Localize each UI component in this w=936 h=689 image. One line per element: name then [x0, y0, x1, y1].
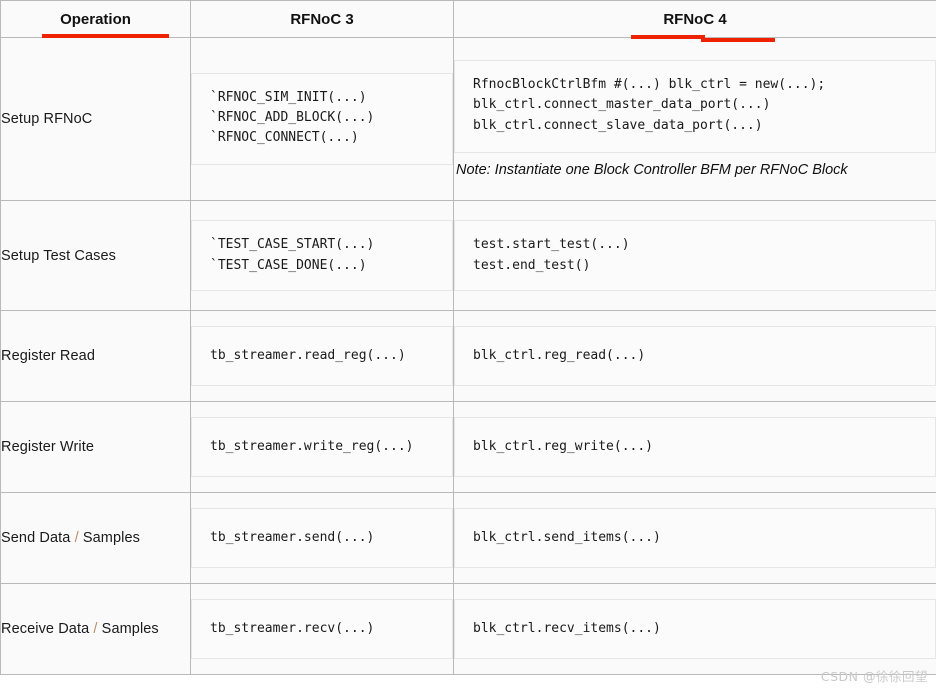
code-block: tb_streamer.write_reg(...): [191, 416, 453, 478]
red-underline-annotation-rfnoc4-segment-1: [631, 34, 706, 39]
column-header-operation-label: Operation: [60, 10, 131, 28]
code-block: blk_ctrl.reg_read(...): [454, 325, 936, 387]
code-block: blk_ctrl.recv_items(...): [454, 598, 936, 660]
column-header-rfnoc3: RFNoC 3: [190, 0, 454, 38]
header-rfnoc4-inner: RFNoC 4: [631, 10, 776, 42]
code-block: tb_streamer.send(...): [191, 507, 453, 569]
table-header: Operation RFNoC 3 RFNoC 4: [0, 0, 936, 42]
rfnoc3-cell-send-data: tb_streamer.send(...): [190, 492, 454, 584]
column-header-operation: Operation: [0, 0, 191, 38]
operation-label-part-a: Receive Data: [1, 621, 90, 637]
code-block: tb_streamer.recv(...): [191, 598, 453, 660]
table-row: Send Data / Samples tb_streamer.send(...…: [0, 492, 936, 584]
code-block: tb_streamer.read_reg(...): [191, 325, 453, 387]
operation-label-receive-data: Receive Data / Samples: [0, 583, 191, 675]
rfnoc-comparison-table: Operation RFNoC 3 RFNoC 4 Setup RFNoC: [0, 0, 936, 675]
column-header-rfnoc4-label: RFNoC 4: [663, 10, 727, 28]
column-header-rfnoc4: RFNoC 4: [453, 0, 936, 42]
table-row: Setup RFNoC `RFNOC_SIM_INIT(...) `RFNOC_…: [0, 37, 936, 201]
operation-label-part-a: Send Data: [1, 530, 71, 546]
red-underline-annotation-operation: [42, 33, 169, 38]
table-row: Setup Test Cases `TEST_CASE_START(...) `…: [0, 200, 936, 311]
rfnoc4-cell-register-read: blk_ctrl.reg_read(...): [453, 310, 936, 402]
operation-label-separator: /: [93, 621, 98, 637]
rfnoc3-cell-register-read: tb_streamer.read_reg(...): [190, 310, 454, 402]
operation-label-separator: /: [74, 530, 79, 546]
operation-label-part-b: Samples: [101, 621, 159, 637]
header-row: Operation RFNoC 3 RFNoC 4: [0, 0, 936, 42]
code-block: `RFNOC_SIM_INIT(...) `RFNOC_ADD_BLOCK(..…: [191, 72, 453, 166]
table-row: Register Write tb_streamer.write_reg(...…: [0, 401, 936, 493]
code-block: blk_ctrl.send_items(...): [454, 507, 936, 569]
code-block: test.start_test(...) test.end_test(): [454, 220, 936, 291]
rfnoc4-cell-setup-rfnoc: RfnocBlockCtrlBfm #(...) blk_ctrl = new(…: [453, 37, 936, 201]
red-underline-annotation-rfnoc4-segment-2: [701, 37, 776, 42]
note-text: Note: Instantiate one Block Controller B…: [456, 161, 848, 178]
operation-label-part-b: Samples: [82, 530, 140, 546]
code-block: RfnocBlockCtrlBfm #(...) blk_ctrl = new(…: [454, 60, 936, 153]
rfnoc3-cell-setup-rfnoc: `RFNOC_SIM_INIT(...) `RFNOC_ADD_BLOCK(..…: [190, 37, 454, 201]
rfnoc4-cell-register-write: blk_ctrl.reg_write(...): [453, 401, 936, 493]
rfnoc4-cell-send-data: blk_ctrl.send_items(...): [453, 492, 936, 584]
operation-label-setup-rfnoc: Setup RFNoC: [0, 37, 191, 201]
header-rfnoc3-inner: RFNoC 3: [290, 12, 353, 27]
operation-label-register-write: Register Write: [0, 401, 191, 493]
rfnoc4-cell-receive-data: blk_ctrl.recv_items(...): [453, 583, 936, 675]
table-row: Receive Data / Samples tb_streamer.recv(…: [0, 583, 936, 675]
rfnoc3-cell-receive-data: tb_streamer.recv(...): [190, 583, 454, 675]
operation-label-setup-test-cases: Setup Test Cases: [0, 200, 191, 311]
header-operation-inner: Operation: [42, 10, 169, 38]
operation-label-register-read: Register Read: [0, 310, 191, 402]
operation-label-send-data: Send Data / Samples: [0, 492, 191, 584]
code-block: `TEST_CASE_START(...) `TEST_CASE_DONE(..…: [191, 220, 453, 291]
table-row: Register Read tb_streamer.read_reg(...) …: [0, 310, 936, 402]
code-block: blk_ctrl.reg_write(...): [454, 416, 936, 478]
rfnoc3-cell-register-write: tb_streamer.write_reg(...): [190, 401, 454, 493]
table-body: Setup RFNoC `RFNOC_SIM_INIT(...) `RFNOC_…: [0, 37, 936, 675]
rfnoc4-cell-setup-test-cases: test.start_test(...) test.end_test(): [453, 200, 936, 311]
rfnoc3-cell-setup-test-cases: `TEST_CASE_START(...) `TEST_CASE_DONE(..…: [190, 200, 454, 311]
column-header-rfnoc3-label: RFNoC 3: [290, 10, 354, 28]
